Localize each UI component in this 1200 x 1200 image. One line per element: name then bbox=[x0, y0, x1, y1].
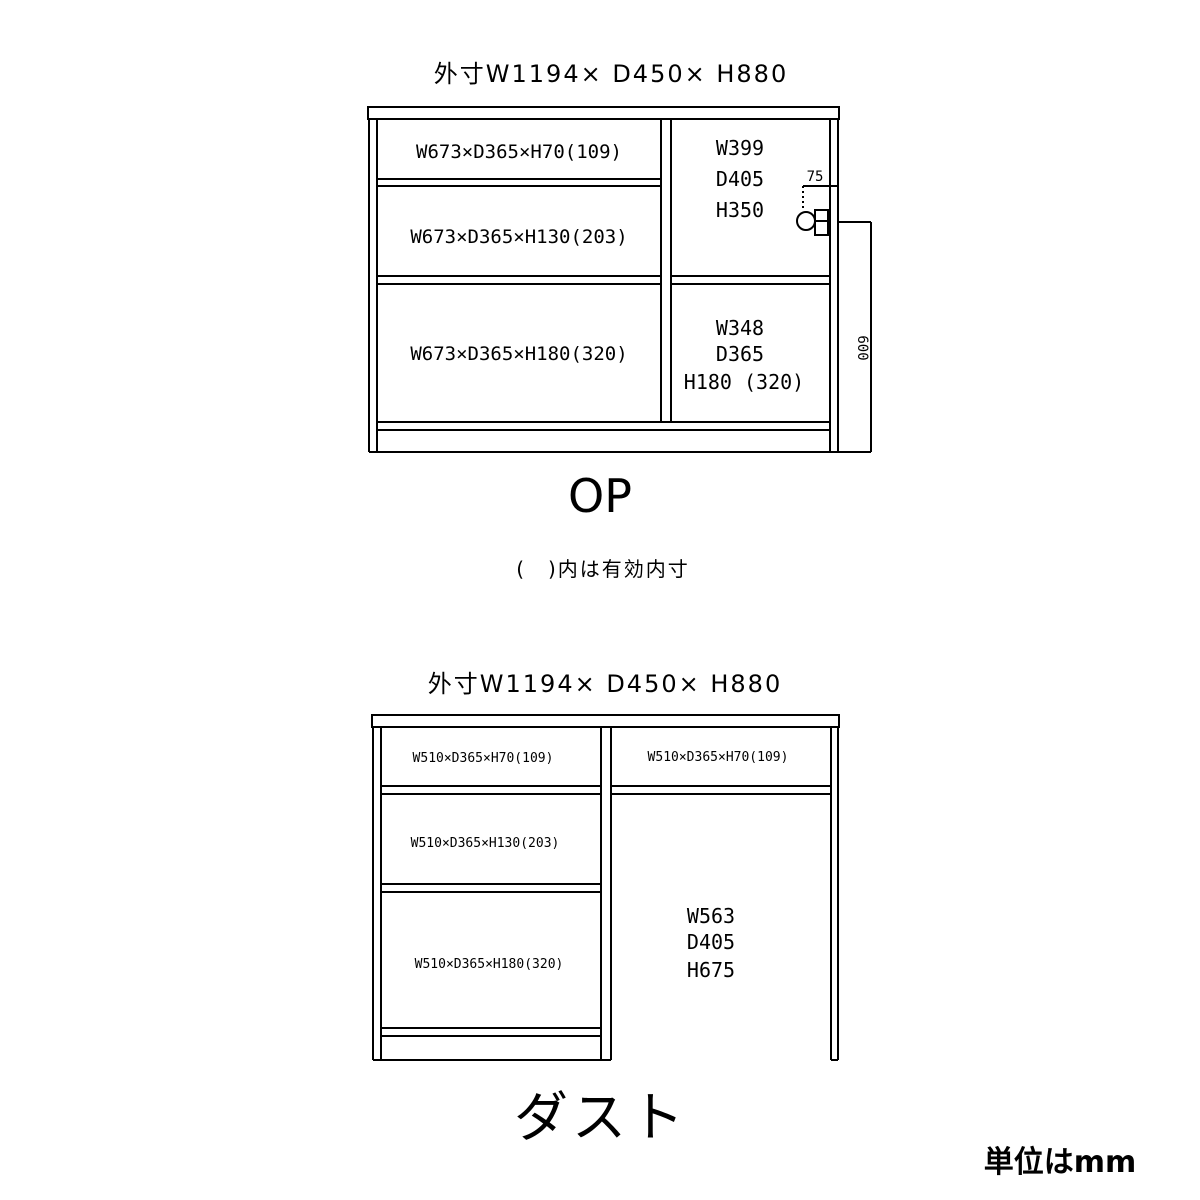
op-dimension-600: 600 bbox=[854, 335, 870, 360]
op-lower-right-depth: D365 bbox=[716, 342, 764, 366]
op-lower-right-height: H180 (320) bbox=[684, 370, 804, 394]
op-outer-dimensions: 外寸W1194× D450× H880 bbox=[434, 60, 788, 88]
unit-note: 単位はmm bbox=[984, 1145, 1137, 1180]
dust-label: ダスト bbox=[514, 1086, 688, 1149]
op-drawer-2-label: W673×D365×H130(203) bbox=[410, 226, 627, 248]
dust-open-space-height: H675 bbox=[687, 958, 735, 982]
op-upper-right-depth: D405 bbox=[716, 167, 764, 191]
op-drawer-1-label: W673×D365×H70(109) bbox=[416, 141, 622, 163]
dust-right-drawer-label: W510×D365×H70(109) bbox=[648, 750, 789, 765]
dust-open-space-width: W563 bbox=[687, 904, 735, 928]
op-dimension-75: 75 bbox=[807, 169, 824, 185]
dust-drawer-2-label: W510×D365×H130(203) bbox=[411, 836, 560, 851]
op-cabinet-drawing bbox=[367, 106, 872, 453]
op-label: OP bbox=[568, 469, 632, 523]
op-upper-right-height: H350 bbox=[716, 198, 764, 222]
op-lower-right-width: W348 bbox=[716, 316, 764, 340]
op-drawer-3-label: W673×D365×H180(320) bbox=[410, 343, 627, 365]
dust-drawer-1-label: W510×D365×H70(109) bbox=[413, 751, 554, 766]
dust-open-space-depth: D405 bbox=[687, 930, 735, 954]
op-upper-right-width: W399 bbox=[716, 136, 764, 160]
dust-drawer-3-label: W510×D365×H180(320) bbox=[415, 957, 564, 972]
inner-dimension-note: ( )内は有効内寸 bbox=[516, 557, 690, 581]
dust-cabinet-drawing bbox=[371, 714, 840, 1061]
dust-outer-dimensions: 外寸W1194× D450× H880 bbox=[428, 670, 782, 698]
